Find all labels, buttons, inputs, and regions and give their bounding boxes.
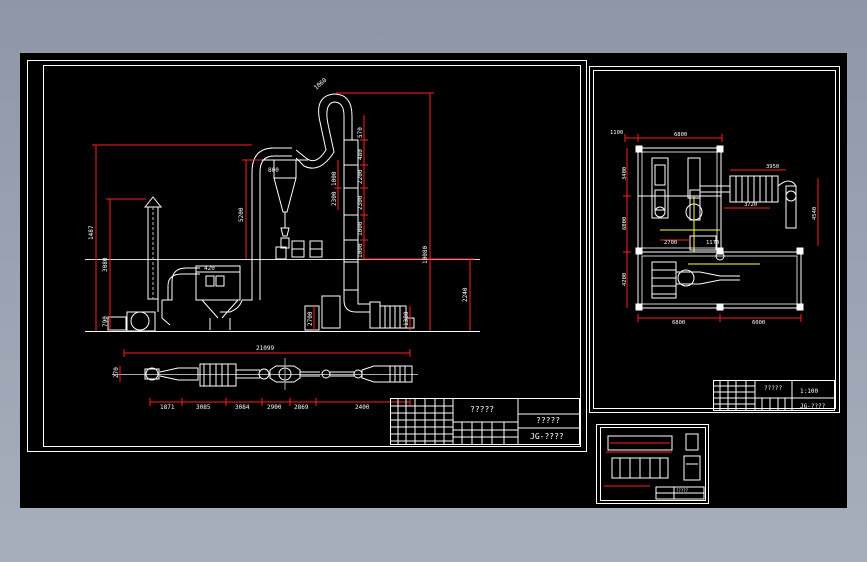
main-sheet[interactable] [27, 60, 587, 452]
side-dim-right-side: 4540 [812, 207, 818, 220]
side-sheet-dimensions [623, 134, 819, 322]
dim-chimney-height: 3080 [102, 257, 109, 272]
dim-cyclone-height: 5200 [238, 207, 245, 222]
main-drawing-name: ????? [470, 405, 494, 414]
main-company: ????? [536, 416, 560, 425]
gooseneck-duct [295, 93, 353, 169]
side-sheet[interactable] [589, 66, 840, 413]
thumbnail-sheet[interactable] [596, 424, 709, 504]
dim-right-small: 2700 [307, 311, 314, 326]
main-sheet-outer-frame [27, 60, 587, 452]
hot-air-furnace [304, 295, 415, 331]
elevation-dimension-ticks [334, 139, 368, 241]
dim-riser-3: 2300 [357, 195, 364, 210]
thumbnail-outer-frame [596, 424, 709, 504]
plan-view [112, 358, 418, 390]
side-sheet-outer-frame [589, 66, 840, 413]
dim-riser-8: 480 [357, 149, 364, 160]
elevation-dimension-labels: 1487 3080 790 5200 800 1060 10080 2240 5… [88, 77, 469, 327]
side-dim-left-upper: 3400 [622, 167, 628, 180]
side-dim-inner-1: 3950 [766, 164, 779, 170]
side-dim-inner-3: 1170 [706, 240, 719, 246]
duct-to-filter [161, 267, 200, 326]
dim-riser-5: 2300 [331, 191, 338, 206]
side-title-block-text: ????? 1:100 JG-???? [764, 385, 826, 410]
feeder-units [275, 240, 323, 260]
side-title-block[interactable] [713, 380, 835, 411]
thumbnail-label: ????? [676, 488, 689, 493]
plan-dimension-labels: 21099 270 1871 3085 3084 2900 2869 2400 [113, 345, 370, 411]
chimney [143, 196, 163, 300]
side-sheet-inner-frame [593, 70, 836, 409]
side-dim-top-offset: 1100 [610, 130, 623, 136]
dim-plan-seg-6: 2400 [355, 404, 370, 411]
side-dim-top-width: 6800 [674, 132, 687, 138]
side-dim-inner-4: 3720 [744, 202, 757, 208]
side-dim-left-mid: 6000 [622, 217, 628, 230]
dim-riser-4: 1000 [357, 221, 364, 236]
dim-total-height: 1487 [88, 225, 95, 240]
main-title-block[interactable] [390, 398, 580, 445]
main-sheet-inner-frame [43, 65, 581, 447]
dim-plan-seg-2: 3085 [196, 404, 211, 411]
dim-plan-small: 270 [113, 367, 120, 378]
main-title-block-text: ????? ????? JG-???? [470, 405, 564, 441]
dim-left-small: 790 [102, 316, 109, 327]
dim-riser-6: 1000 [357, 243, 364, 258]
bag-filter [195, 265, 241, 330]
dim-mid-small: 420 [204, 265, 215, 272]
dim-cyclone-label: 800 [268, 167, 279, 174]
vertical-drying-tube [343, 139, 370, 313]
dim-plan-seg-5: 2869 [294, 404, 309, 411]
cyclone-separator [262, 159, 308, 249]
side-dim-inner-2: 2700 [664, 240, 677, 246]
dim-far-right-small: 1380 [403, 311, 410, 326]
side-scale: 1:100 [800, 388, 818, 395]
side-dim-left-lower: 4200 [622, 273, 628, 286]
dim-base-height: 2240 [462, 287, 469, 302]
dim-riser-2: 2200 [357, 169, 364, 184]
dim-plan-seg-1: 1871 [160, 404, 175, 411]
dim-riser-1: 570 [357, 127, 364, 138]
side-dim-bottom-left: 6800 [672, 320, 685, 326]
dim-riser-7: 1000 [331, 171, 338, 186]
thumbnail-inner-frame [600, 427, 706, 501]
dim-plan-seg-4: 2900 [267, 404, 282, 411]
dim-plan-total: 21099 [256, 345, 274, 352]
plan-dimensions [119, 349, 411, 406]
main-drawing-no: JG-???? [530, 432, 564, 441]
side-sheet-dimension-labels: 1100 6800 3400 6000 4200 4540 3950 2700 … [610, 130, 818, 326]
induced-draft-fan [107, 299, 159, 332]
side-drawing-name: ????? [764, 385, 782, 392]
side-drawing-no: JG-???? [800, 403, 826, 410]
dim-right-total: 10080 [422, 246, 429, 264]
elevation-dimensions [92, 92, 474, 331]
side-dim-bottom-right: 6000 [752, 320, 765, 326]
dim-plan-seg-3: 3084 [235, 404, 250, 411]
